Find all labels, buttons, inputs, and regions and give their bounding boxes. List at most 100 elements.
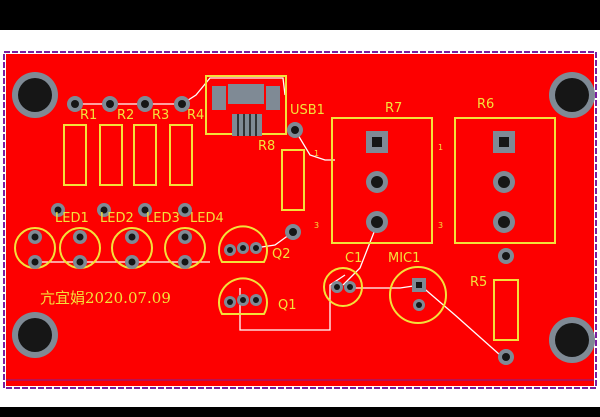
- c1-pad-1-hole: [334, 284, 340, 290]
- r4-pad-hole: [178, 100, 186, 108]
- q1-footprint: [218, 277, 268, 315]
- q2-footprint: [218, 225, 268, 263]
- trace-usb-r7: [294, 129, 335, 161]
- label-usb1: USB1: [290, 103, 325, 118]
- led4-pad-k-hole: [181, 258, 189, 266]
- r7-outline: [331, 117, 433, 244]
- q1-pad-3-hole: [253, 297, 259, 303]
- mount-hole-tr-inner: [555, 78, 589, 112]
- led3-pad-k-hole: [128, 258, 136, 266]
- label-signature: 亢宜娟2020.07.09: [40, 289, 171, 307]
- mic1-footprint: [389, 266, 447, 324]
- led2-pad-a-hole: [76, 233, 84, 241]
- r8-pad-hole: [289, 228, 297, 236]
- label-led4: LED4: [190, 211, 224, 226]
- r7-mark-3: 3: [314, 221, 319, 230]
- label-r6: R6: [477, 97, 494, 112]
- led1-pad-a-hole: [31, 233, 39, 241]
- top-bar: [0, 0, 600, 30]
- label-r3: R3: [152, 108, 169, 123]
- r5-pad-bottom-hole: [502, 353, 510, 361]
- usb1-body: [228, 84, 264, 104]
- label-q1: Q1: [278, 298, 297, 313]
- q2-pad-2-hole: [240, 245, 246, 251]
- led-side-pads: [51, 203, 192, 217]
- r7-mark-1: 1: [314, 149, 319, 158]
- r2-pad-hole: [106, 100, 114, 108]
- r2-body: [99, 124, 123, 186]
- q2-pad-3-hole: [253, 245, 259, 251]
- label-r2: R2: [117, 108, 134, 123]
- usb1-pins: [232, 114, 262, 136]
- q1-pad-1-hole: [227, 299, 233, 305]
- r6-mark-3: 3: [438, 221, 443, 230]
- mic1-pad-2-hole: [416, 302, 422, 308]
- c1-outline: [323, 267, 363, 307]
- label-q2: Q2: [272, 247, 291, 262]
- mount-hole-br-inner: [555, 323, 589, 357]
- led2-pad-k-hole: [76, 258, 84, 266]
- r5-body: [493, 279, 519, 341]
- usb1-pad-left: [212, 86, 226, 110]
- label-c1: C1: [345, 251, 362, 266]
- led3-side-pad-hole: [141, 206, 149, 214]
- led-footprints: [14, 203, 206, 269]
- r1-body: [63, 124, 87, 186]
- usb1-footprint: [205, 75, 287, 136]
- r7-footprint: [331, 117, 433, 244]
- r8-body: [281, 149, 305, 211]
- r8-pad-top-hole: [291, 126, 299, 134]
- led4-footprint: [164, 227, 206, 269]
- usb1-pad-right: [266, 86, 280, 110]
- r6-mark-1: 1: [438, 143, 443, 152]
- led4-side-pad-hole: [181, 206, 189, 214]
- usb1-pin-lines: [237, 114, 257, 136]
- label-led3: LED3: [146, 211, 180, 226]
- r6-outline: [454, 117, 556, 244]
- q2-pad-1-hole: [227, 247, 233, 253]
- mount-hole-tl-inner: [18, 78, 52, 112]
- board-outline: [3, 51, 597, 389]
- mic1-outline: [389, 266, 447, 324]
- label-mic1: MIC1: [388, 251, 420, 266]
- r6-pad-3-hole: [498, 216, 510, 228]
- label-r1: R1: [80, 108, 97, 123]
- r1-pad-hole: [71, 100, 79, 108]
- r7-pad-3-hole: [371, 216, 383, 228]
- r5-pad-top-hole: [502, 252, 510, 260]
- led2-side-pad-hole: [100, 206, 108, 214]
- r3-body: [133, 124, 157, 186]
- label-r5: R5: [470, 275, 487, 290]
- resistor-pads: [67, 96, 514, 365]
- trace-c1-r7: [342, 221, 379, 286]
- r6-footprint: [454, 117, 556, 244]
- resistor-bodies: [63, 124, 519, 341]
- label-r4: R4: [187, 108, 204, 123]
- q1-outline: [218, 277, 268, 315]
- silkscreen-labels: R1 R2 R3 R4 USB1 R7 R6 R8 LED1 LED2 LED3…: [40, 97, 494, 313]
- led1-pad-k-hole: [31, 258, 39, 266]
- led2-footprint: [59, 227, 101, 269]
- r4-body: [169, 124, 193, 186]
- label-r7: R7: [385, 101, 402, 116]
- r7-pad-2-hole: [371, 176, 383, 188]
- c1-pad-2-hole: [347, 284, 353, 290]
- r6-pad-2-hole: [498, 176, 510, 188]
- r3-pad-hole: [141, 100, 149, 108]
- c1-footprint: [323, 267, 363, 307]
- bottom-bar: [0, 407, 600, 417]
- trace-mic-r5: [419, 284, 501, 356]
- q2-outline: [218, 225, 268, 263]
- led3-pad-a-hole: [128, 233, 136, 241]
- led1-footprint: [14, 227, 56, 269]
- label-r8: R8: [258, 139, 275, 154]
- r6-pad-1-hole: [499, 137, 509, 147]
- led4-pad-a-hole: [181, 233, 189, 241]
- led3-footprint: [111, 227, 153, 269]
- mount-hole-bl-inner: [18, 318, 52, 352]
- label-led1: LED1: [55, 211, 89, 226]
- mic1-pad-1-hole: [416, 282, 422, 288]
- r7-pad-1-hole: [372, 137, 382, 147]
- label-led2: LED2: [100, 211, 134, 226]
